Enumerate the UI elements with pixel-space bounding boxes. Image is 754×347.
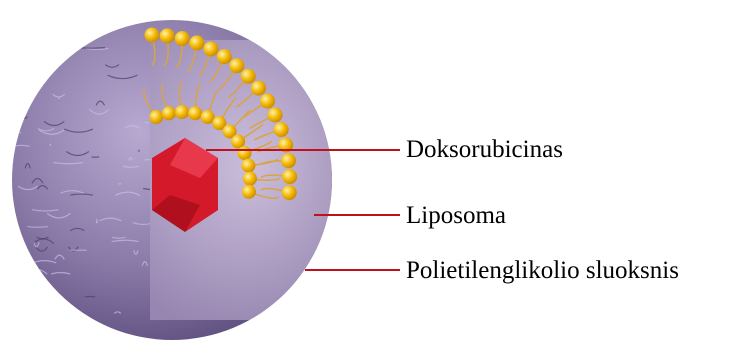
label-peg-layer: Polietilenglikolio sluoksnis: [406, 258, 679, 283]
lipid-head: [282, 169, 297, 184]
texture-stroke: [16, 132, 21, 133]
lipid-head: [189, 35, 204, 50]
texture-stroke: [97, 219, 98, 223]
texture-stroke: [22, 39, 27, 41]
label-doxorubicin: Doksorubicinas: [406, 137, 563, 162]
texture-stroke: [40, 40, 66, 45]
texture-stroke: [88, 37, 90, 40]
lipid-head: [268, 107, 283, 122]
lipid-head: [282, 185, 297, 200]
lipid-head: [149, 110, 163, 124]
lipid-head: [281, 153, 296, 168]
texture-stroke: [80, 32, 87, 35]
lipid-head: [162, 106, 176, 120]
label-liposome: Liposoma: [406, 203, 506, 228]
lipid-head: [160, 28, 175, 43]
lipid-head: [260, 94, 275, 109]
lipid-head: [145, 28, 160, 43]
texture-stroke: [38, 21, 45, 25]
texture-stroke: [77, 48, 105, 49]
lipid-head: [251, 81, 266, 96]
lipid-head: [203, 41, 218, 56]
texture-stroke: [20, 67, 27, 71]
texture-stroke: [58, 98, 59, 99]
lipid-head: [229, 58, 244, 73]
texture-stroke: [8, 44, 27, 46]
lipid-head: [243, 172, 257, 186]
lipid-head: [242, 185, 256, 199]
lipid-head: [241, 159, 255, 173]
lipid-head: [217, 49, 232, 64]
texture-stroke: [59, 311, 78, 312]
lipid-head: [274, 122, 289, 137]
lipid-head: [188, 106, 202, 120]
lipid-head: [175, 31, 190, 46]
texture-stroke: [27, 227, 48, 228]
texture-stroke: [21, 247, 24, 248]
texture-stroke: [82, 31, 93, 32]
texture-stroke: [50, 144, 51, 146]
lipid-head: [237, 146, 251, 160]
lipid-head: [175, 105, 189, 119]
lipid-head: [241, 69, 256, 84]
